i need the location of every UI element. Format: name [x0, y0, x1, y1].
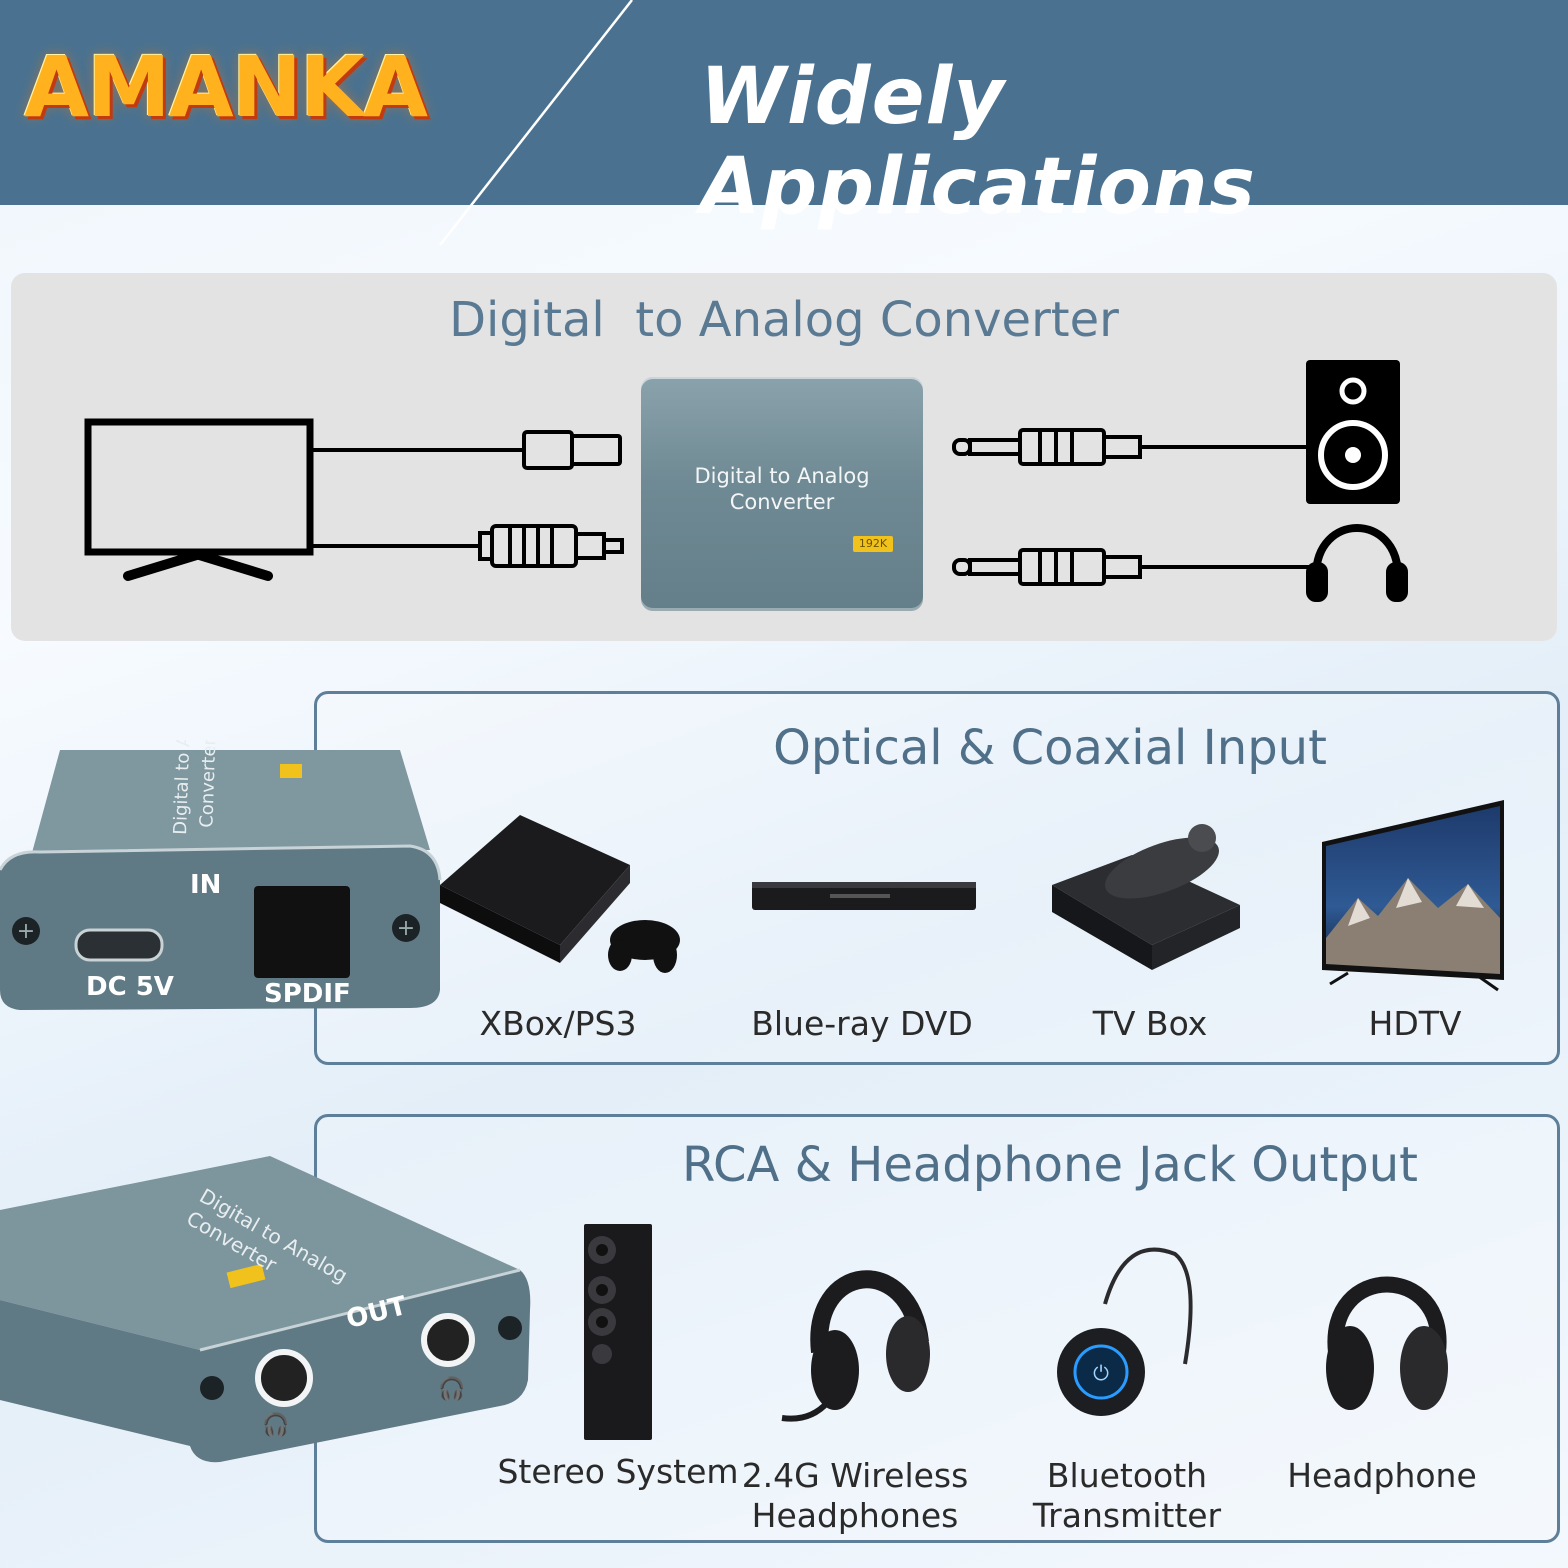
svg-text:+: + [17, 919, 35, 944]
dac-device-image [641, 377, 923, 611]
output-item-label-line2: Headphones [751, 1496, 959, 1535]
coaxial-plug-icon [478, 524, 624, 568]
speaker-icon [1306, 360, 1400, 504]
brand-logo: AMANKA [24, 38, 428, 136]
output-item-label-line1: 2.4G Wireless [741, 1456, 969, 1495]
output-item-label: Stereo System [497, 1452, 739, 1491]
input-item-label: Blue-ray DVD [751, 1004, 973, 1043]
output-item-label-line1: Bluetooth [1046, 1456, 1208, 1495]
connection-diagram [84, 360, 1408, 602]
dac-device-label: Digital to Analog Converter [641, 463, 923, 515]
header-bar [0, 0, 1568, 205]
headphone-outline-icon [1306, 524, 1408, 602]
aux-plug-icon [952, 548, 1142, 586]
wireless-headset-icon [781, 1270, 930, 1422]
header-slash-decoration [439, 0, 633, 246]
input-item-label: TV Box [1092, 1004, 1208, 1043]
tv-outline-icon [84, 418, 314, 581]
output-item-label: Bluetooth Transmitter [1022, 1456, 1232, 1536]
dac-output-side-image: Digital to Analog Converter 🎧 🎧 [0, 1156, 531, 1463]
output-item-label-line2: Transmitter [1032, 1496, 1222, 1535]
headphone-port-icon: 🎧 [262, 1412, 289, 1438]
optical-plug-icon [522, 430, 622, 470]
page-headline: Widely Applications [700, 52, 1256, 232]
dac-label-line2: Converter [729, 490, 835, 514]
port-label-in: IN [190, 870, 222, 900]
headphone-port-icon: 🎧 [438, 1376, 465, 1402]
svg-text:+: + [397, 916, 415, 941]
tv-box-icon [1052, 824, 1240, 970]
input-item-label: HDTV [1368, 1004, 1462, 1043]
speaker-tower-icon [584, 1224, 652, 1440]
dac-input-side-image: + + Digital to Analog Converter [0, 740, 442, 1010]
output-section-title: RCA & Headphone Jack Output [682, 1137, 1418, 1193]
power-icon: ⏻ [1093, 1361, 1109, 1385]
game-console-icon [440, 815, 680, 973]
dvd-player-icon [752, 882, 976, 910]
bluetooth-transmitter-icon: ⏻ [1057, 1247, 1193, 1416]
sample-rate-badge: 192K [853, 536, 893, 552]
port-label-dc: DC 5V [86, 972, 174, 1002]
input-section-title: Optical & Coaxial Input [773, 720, 1327, 776]
input-item-label: XBox/PS3 [479, 1004, 637, 1043]
dac-top-text-2: Converter [196, 740, 220, 828]
output-item-label: 2.4G Wireless Headphones [740, 1456, 970, 1536]
aux-plug-icon [952, 428, 1142, 466]
port-label-spdif: SPDIF [264, 979, 351, 1009]
output-item-label: Headphone [1287, 1456, 1477, 1495]
diagram-title: Digital to Analog Converter [449, 292, 1119, 348]
headphone-icon [1326, 1276, 1448, 1410]
dac-label-line1: Digital to Analog [694, 464, 870, 488]
hdtv-icon [1322, 800, 1504, 992]
